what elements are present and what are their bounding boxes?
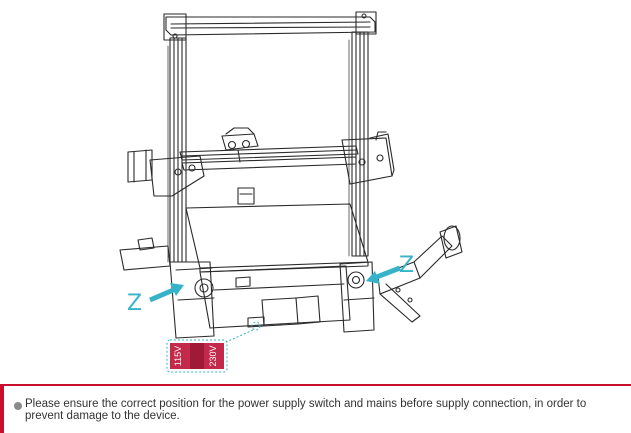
left-gantry-bracket	[127, 149, 205, 197]
z-axis-label-left: Z	[127, 291, 143, 316]
switch-label-115v: 115V	[173, 345, 183, 367]
switch-callout	[166, 321, 261, 373]
base-right	[339, 261, 375, 333]
top-frame-bar	[163, 11, 377, 41]
z-arrow-left	[149, 283, 184, 303]
printer-illustration: Z Z 115V 230V	[119, 11, 463, 373]
spool-holder	[377, 225, 463, 323]
heated-bed	[185, 203, 369, 273]
left-upright	[169, 37, 187, 263]
bullet-icon	[14, 402, 22, 410]
notice-accent-bar	[0, 386, 4, 433]
printer-drawing	[119, 11, 463, 373]
x-gantry	[179, 145, 359, 171]
control-box	[119, 237, 171, 271]
z-axis-label-right: Z	[399, 253, 415, 278]
switch-label-230v: 230V	[208, 345, 218, 367]
base-center	[199, 265, 351, 329]
warning-notice: Please ensure the correct position for t…	[0, 384, 631, 433]
print-head	[221, 127, 259, 163]
right-gantry-bracket	[341, 131, 395, 185]
z-arrow-right	[366, 265, 401, 284]
power-switch	[170, 343, 224, 369]
notice-text: Please ensure the correct position for t…	[25, 398, 587, 422]
right-upright	[351, 31, 369, 257]
base-left	[169, 261, 215, 339]
